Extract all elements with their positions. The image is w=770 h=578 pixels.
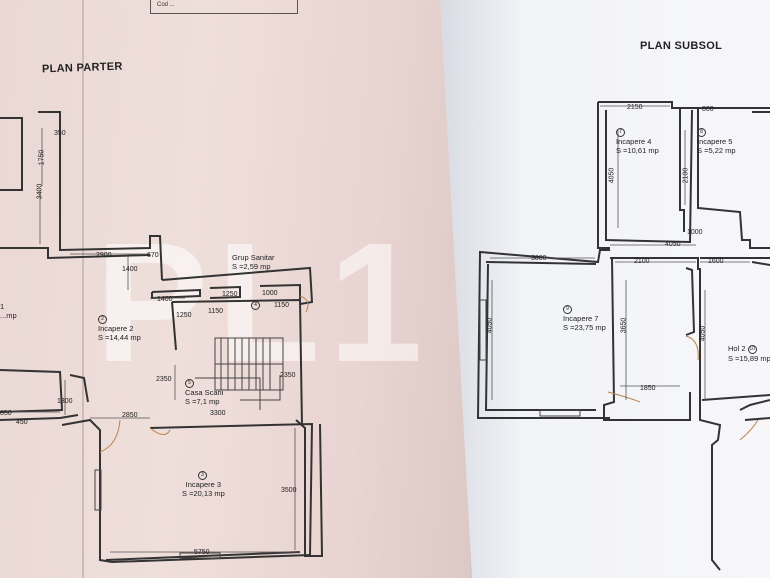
dim-text: 2350 [280,372,296,379]
room-number-badge: 9 [563,304,572,314]
dim-text: 2900 [96,252,112,259]
dim-text: 2100 [682,167,690,184]
room-number-badge: 8 [697,127,706,137]
parter-dimension-lines [5,128,300,553]
parter-room-5: 5 Casa Scarii S =7,1 mp [185,378,223,406]
room-5-area: S =5,22 mp [697,145,736,155]
dim-text: 1750 [38,149,46,166]
room-5-label: Casa Scarii [185,387,224,397]
dim-text: 1150 [274,302,290,309]
dim-text: 4050 [608,167,616,184]
paper-fold [82,0,84,578]
parter-room-4: Grup Sanitar S =2,59 mp [232,253,275,271]
stamp-text: Cod ... [157,2,175,8]
subsol-room-7: 9 Incapere 7 S =23,75 mp [563,304,606,332]
dim-text: 3500 [281,487,297,494]
paper-right-page [440,0,770,578]
subsol-hol-2: Hol 2 10 S =15,89 mp [728,344,770,363]
parter-room-3: 3 Incapere 3 S =20,13 mp [182,470,225,498]
dim-text: 1000 [687,229,703,236]
dim-text: 3300 [210,410,226,417]
parter-walls [0,111,324,564]
dim-text: 2850 [122,412,138,419]
room-4-area: S =10,61 mp [616,145,659,155]
stamp-box: Cod ... [150,0,298,14]
dim-text: 1150 [208,308,224,315]
dim-text: 2100 [634,258,650,265]
room-3-area: S =20,13 mp [182,488,225,498]
room-1-label: 1 [0,302,5,311]
dim-text: 850 [0,410,12,417]
dim-text: 4050 [665,241,681,248]
subsol-dimension-lines [490,105,750,400]
room-number-badge: 3 [197,470,207,480]
subsol-room-4: 7 Incapere 4 S =10,61 mp [616,127,659,155]
room-number-badge: 2 [98,314,107,324]
room-7-label: Incapere 7 [563,313,599,323]
dim-text: 3800 [531,255,547,262]
dim-text: 1400 [122,266,138,273]
room-4-label: Grup Sanitar [232,253,275,262]
dim-text: 1250 [222,291,238,298]
dim-text: 450 [16,419,28,426]
dim-text: 1000 [262,290,278,297]
dim-text: 3650 [620,317,628,334]
room-3-label: Incapere 3 [185,479,222,489]
dim-text: 1400 [157,296,173,303]
room-number-badge: 4 [251,301,260,310]
dim-text: 2150 [627,104,643,111]
subsol-title: PLAN SUBSOL [640,40,723,52]
room-2-label: Incapere 2 [98,323,134,333]
dim-text: 1250 [176,312,192,319]
room-4-area: S =2,59 mp [232,262,271,271]
room-number-badge: 5 [185,378,194,388]
dim-text: 1600 [708,258,724,265]
dim-text: 350 [54,130,66,137]
staircase [195,337,284,410]
room-5-label: Incapere 5 [697,136,733,146]
dim-text: 4050 [699,325,707,342]
room-7-area: S =23,75 mp [563,322,606,332]
room-2-area: S =14,44 mp [98,332,141,342]
room-number-badge: 7 [616,127,625,137]
hol-2-label: Hol 2 [728,344,746,353]
dim-text: 1850 [640,385,656,392]
hol-2-area: S =15,89 mp [728,353,770,363]
room-5-area: S =7,1 mp [185,396,220,406]
subsol-room-5: 8 Incapere 5 S =5,22 mp [697,127,736,155]
dim-text: 2350 [156,376,172,383]
dim-text: 800 [702,106,714,113]
room-1-area: ...mp [0,311,17,320]
parter-room-4-badge: 4 [251,301,262,310]
dim-text: 5750 [194,549,210,556]
paper-left-page [0,0,470,578]
dim-text: 1300 [57,398,73,405]
parter-room-1: 1 ...mp [0,302,17,320]
dim-text: 4050 [486,317,494,334]
parter-room-2: 2 Incapere 2 S =14,44 mp [98,314,141,342]
dim-text: 670 [147,252,159,259]
room-number-badge: 10 [747,344,757,354]
subsol-walls [476,101,770,571]
dim-text: 3400 [36,183,44,200]
room-4-label: Incapere 4 [616,136,652,146]
